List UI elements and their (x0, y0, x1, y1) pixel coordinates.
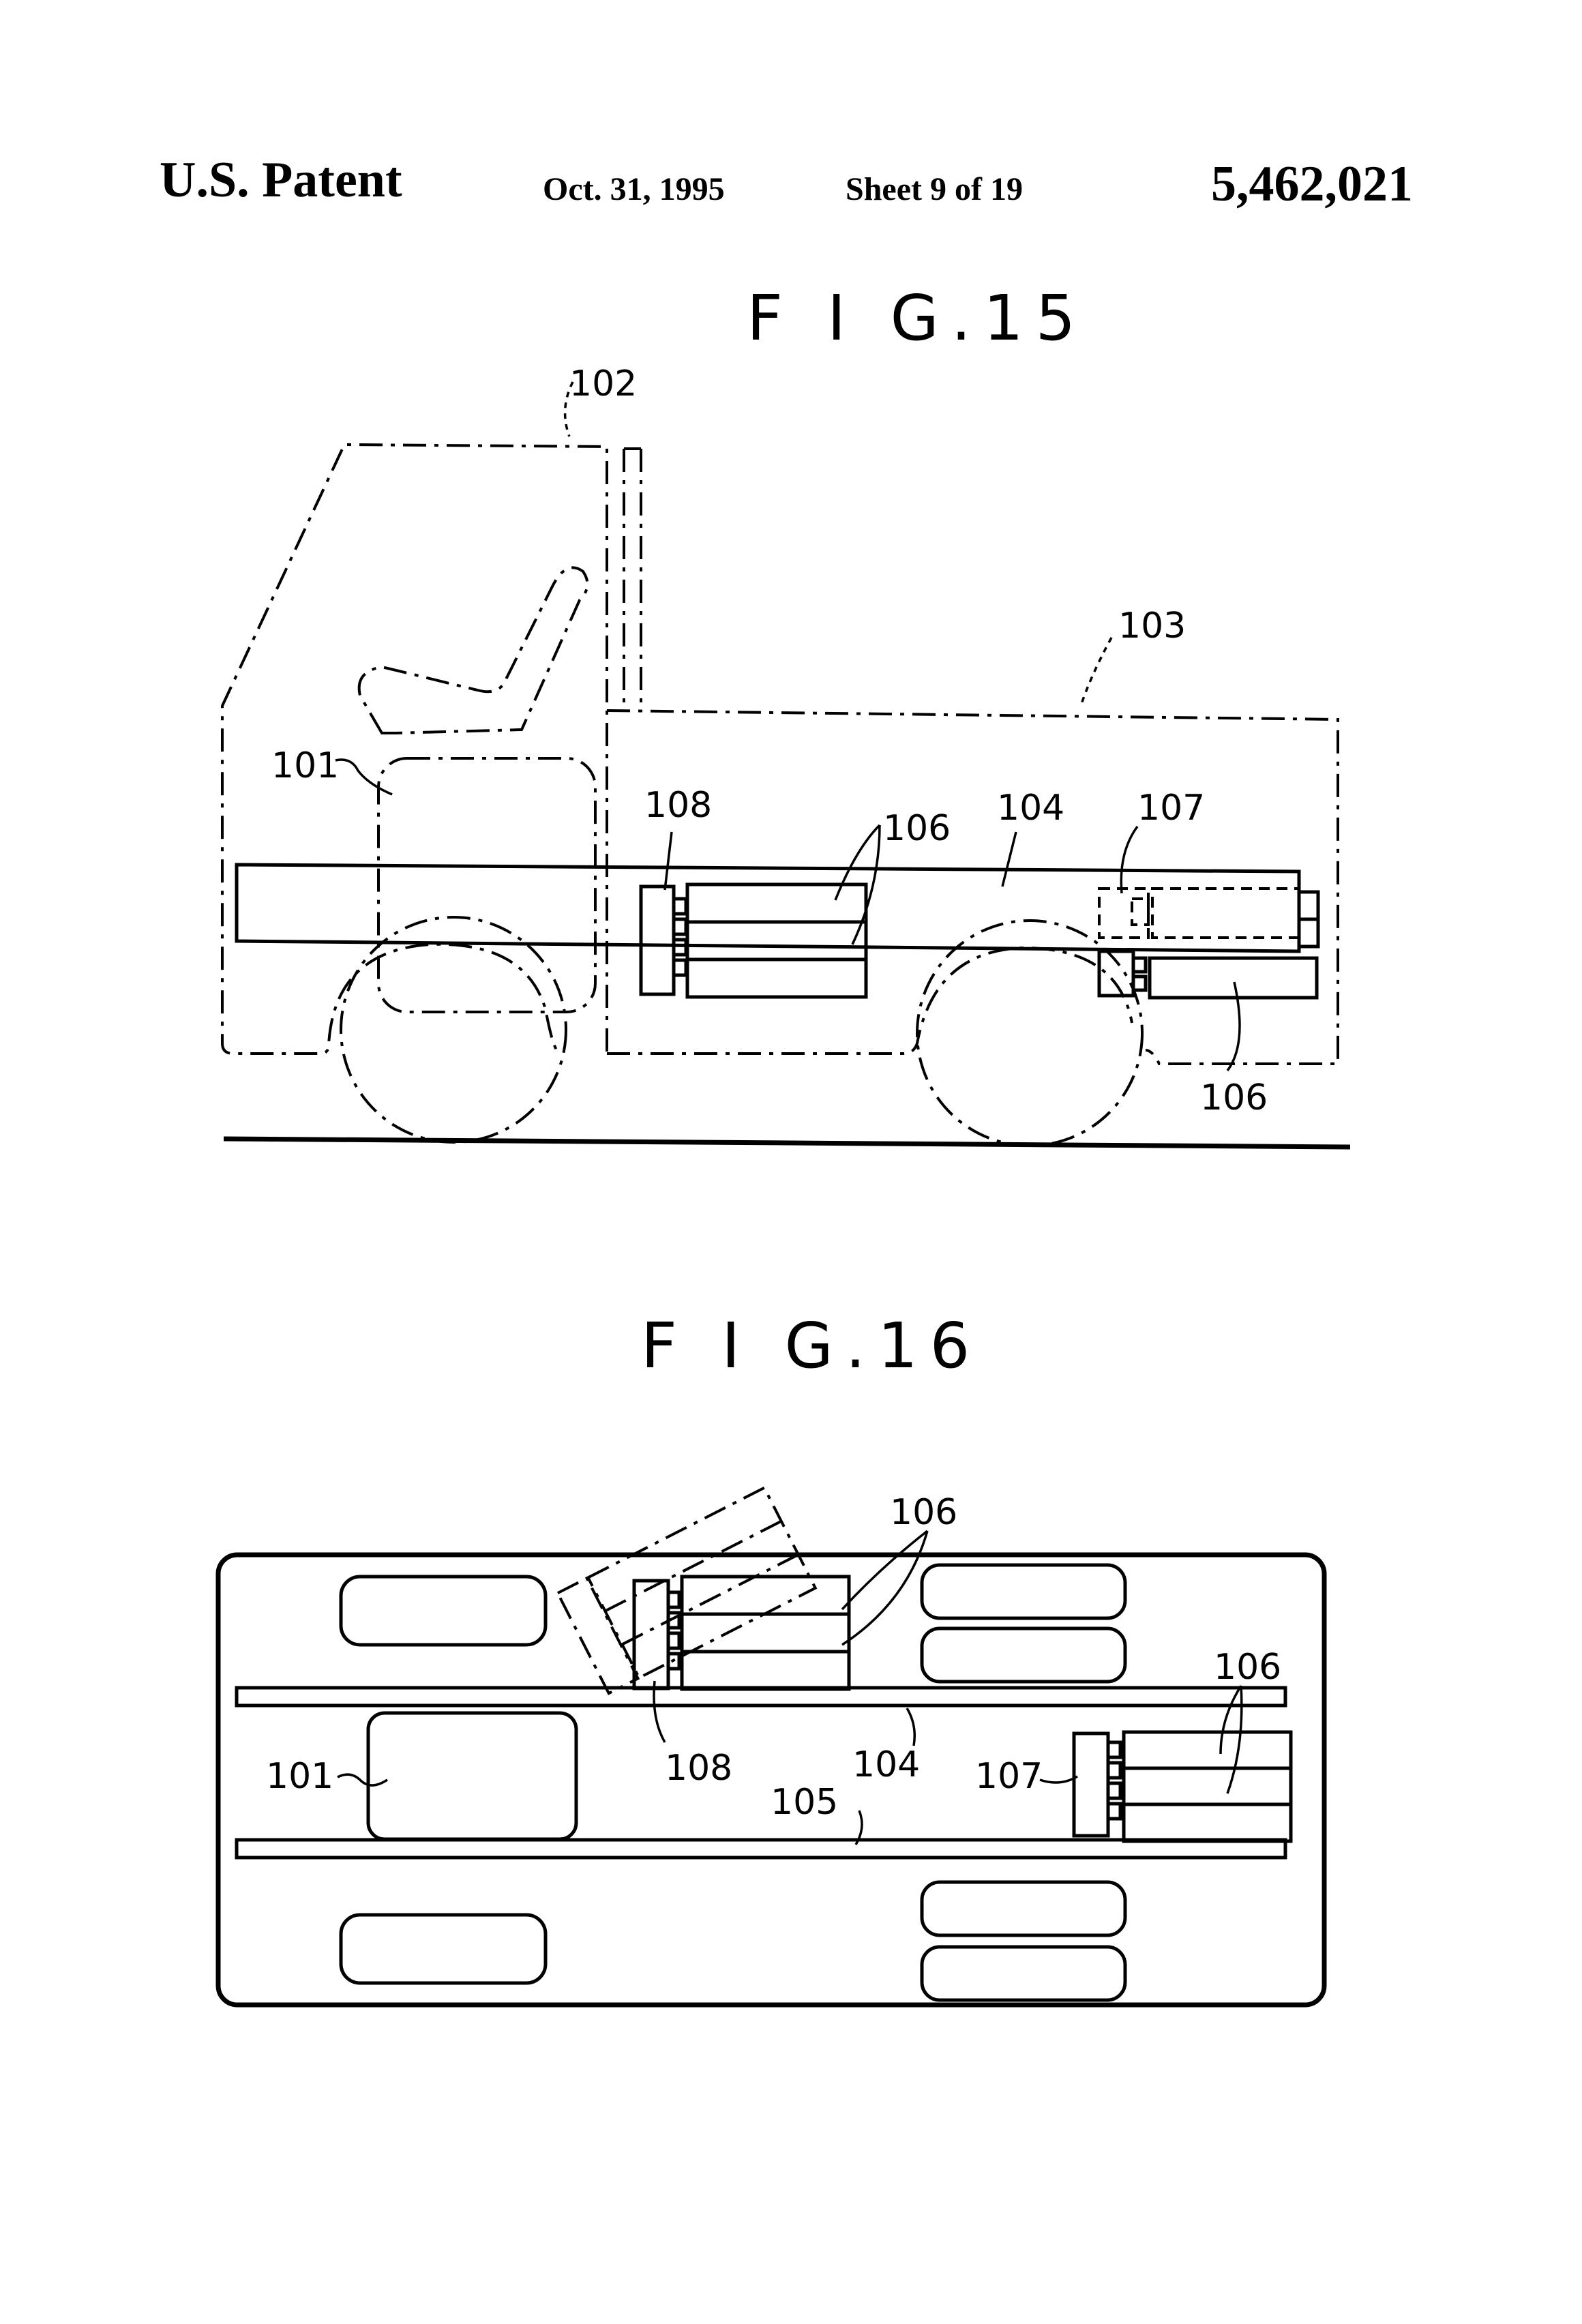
fig15-leader-108 (665, 832, 672, 890)
fig16-battery-swung-out (558, 1488, 816, 1693)
fig15-ground-line (224, 1139, 1350, 1147)
fig15-leader-101 (335, 760, 392, 794)
fig16-leader-107 (1040, 1776, 1077, 1783)
fig16: F I G.16 (218, 1309, 1324, 2005)
fig15-title: F I G.15 (747, 282, 1088, 355)
fig16-battery-pack-106 (682, 1577, 849, 1689)
fig15-label-101: 101 (271, 745, 339, 786)
fig15-label-103: 103 (1118, 606, 1186, 646)
fig15-leader-106b (1227, 982, 1240, 1071)
fig15-leader-107 (1121, 826, 1137, 893)
fig16-label-107: 107 (975, 1756, 1043, 1797)
fig16-wheel-front-right (341, 1915, 546, 1983)
fig16-label-106b: 106 (1214, 1647, 1281, 1688)
fig16-wheel-rear-left-2 (922, 1628, 1125, 1682)
fig15-unit-108 (641, 887, 686, 994)
fig16-wheel-rear-left-1 (922, 1565, 1125, 1618)
fig15-motor-101 (378, 758, 595, 1012)
fig16-leader-106a (842, 1531, 927, 1645)
fig15-rear-wheel (917, 921, 1142, 1146)
fig15-battery-rear-106 (1099, 951, 1317, 998)
fig16-wheel-front-left (341, 1577, 546, 1645)
fig16-title: F I G.16 (641, 1309, 982, 1382)
fig16-wheel-rear-right-1 (922, 1882, 1125, 1935)
fig15-front-wheel (341, 917, 566, 1142)
fig15-label-102: 102 (569, 363, 637, 404)
fig15-exhaust-stack (624, 449, 641, 709)
fig15-label-108: 108 (644, 785, 712, 826)
fig15-seat (359, 567, 588, 733)
fig15-leader-104 (1002, 832, 1016, 887)
fig15-label-107: 107 (1137, 788, 1205, 829)
fig16-vehicle-outline (218, 1555, 1324, 2005)
fig15-leader-103 (1081, 638, 1111, 706)
fig16-label-105: 105 (771, 1782, 838, 1823)
fig16-label-101: 101 (266, 1756, 333, 1797)
fig15-label-106b: 106 (1200, 1077, 1268, 1118)
fig16-battery-pack-106-right (1124, 1732, 1291, 1841)
fig15-battery-pack-106 (687, 884, 866, 997)
fig16-leader-104 (907, 1708, 914, 1746)
fig15-unit-107 (1099, 889, 1318, 947)
fig15-label-104: 104 (997, 788, 1064, 829)
fig16-unit-107 (1074, 1733, 1120, 1836)
fig16-label-106a: 106 (890, 1492, 957, 1533)
fig16-leader-101 (338, 1774, 387, 1785)
fig15: F I G.15 (222, 282, 1350, 1147)
fig15-label-106a: 106 (883, 808, 951, 849)
fig16-wheel-rear-right-2 (922, 1947, 1125, 2000)
fig16-leader-106b (1221, 1686, 1242, 1793)
fig16-label-108: 108 (665, 1748, 732, 1789)
fig16-label-104: 104 (852, 1744, 920, 1785)
fig16-motor-101 (368, 1713, 576, 1839)
